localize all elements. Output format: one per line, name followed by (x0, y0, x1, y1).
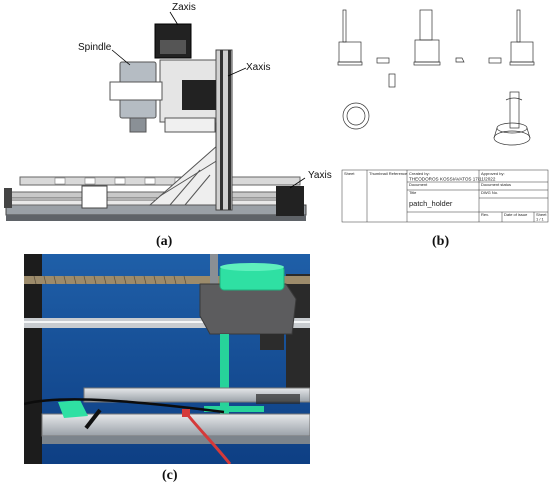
truss-support (148, 143, 219, 206)
part-drawing: Sheet Thumbnail Reference Created by: TH… (337, 9, 549, 223)
spindle-clamp (109, 81, 163, 101)
base-shadow-c (42, 436, 310, 444)
tb-docstatus-label: Document status (481, 182, 511, 187)
label-yaxis: Yaxis (308, 170, 332, 181)
rod-highlight (24, 321, 310, 323)
end-block-left (4, 188, 12, 208)
y-motor (276, 186, 304, 216)
tb-dwg-label: DWG No. (481, 190, 498, 195)
panel-a-cnc-render: Zaxis Spindle Xaxis Yaxis (a) (0, 0, 332, 249)
aluminium-rail (83, 387, 310, 403)
label-xaxis: Xaxis (246, 62, 271, 73)
tb-rev-label: Rev. (481, 212, 489, 217)
tb-document-label: Document (409, 182, 428, 187)
title-block (341, 169, 549, 223)
caption-a: (a) (156, 234, 173, 249)
threaded-rod (24, 276, 310, 284)
spindle-nose (129, 117, 147, 133)
orthographic-views (337, 9, 535, 146)
tb-sheet-value: 1 / 1 (536, 217, 545, 222)
vertical-screw (210, 254, 218, 294)
setup-photo (24, 254, 310, 464)
tb-created-value: THEODOROS KOSSIAVATOS 17/11/2022 (409, 177, 496, 182)
tb-date-label: Date of issue (504, 212, 528, 217)
tb-created-label: Created by: (409, 171, 430, 176)
base-plate (5, 204, 307, 216)
green-cup-rim (220, 263, 284, 271)
tb-sheet: Sheet (344, 171, 355, 176)
panel-c-photo: (c) (24, 254, 310, 483)
tb-approved-label: Approved by: (481, 171, 505, 176)
panel-b-engineering-drawing: Sheet Thumbnail Reference Created by: TH… (334, 0, 550, 249)
tb-title-value: patch_holder (409, 199, 453, 208)
label-zaxis: Zaxis (172, 2, 196, 13)
left-dark-edge (24, 254, 42, 464)
gantry-lower (164, 117, 216, 133)
caption-b: (b) (432, 234, 450, 249)
thread-lines (33, 275, 187, 285)
grey-carriage (199, 283, 297, 335)
x-motor-overlay (182, 80, 216, 110)
tb-title-label: Title (409, 190, 417, 195)
carriage-block (81, 185, 108, 209)
green-foot-right (204, 406, 264, 412)
z-motor-detail (160, 40, 186, 54)
green-foot-left (58, 400, 88, 418)
lead-screw-y (9, 191, 301, 199)
column-slot-2 (228, 50, 231, 210)
black-cable (24, 398, 225, 414)
carriage-bracket (260, 334, 284, 350)
black-probe (84, 408, 102, 430)
aluminium-base (41, 413, 310, 437)
red-clip (182, 409, 190, 417)
green-post (220, 334, 229, 420)
red-cable (185, 413, 232, 464)
base-shadow (6, 215, 306, 221)
tb-thumb: Thumbnail Reference (369, 171, 408, 176)
leader-lines (111, 11, 306, 189)
tb-sheet-label: Sheet (536, 212, 547, 217)
cnc-machine-drawing (4, 11, 307, 221)
dark-strip (256, 394, 300, 404)
label-spindle: Spindle (78, 42, 112, 53)
caption-c: (c) (162, 468, 178, 483)
column-slot (220, 50, 223, 210)
